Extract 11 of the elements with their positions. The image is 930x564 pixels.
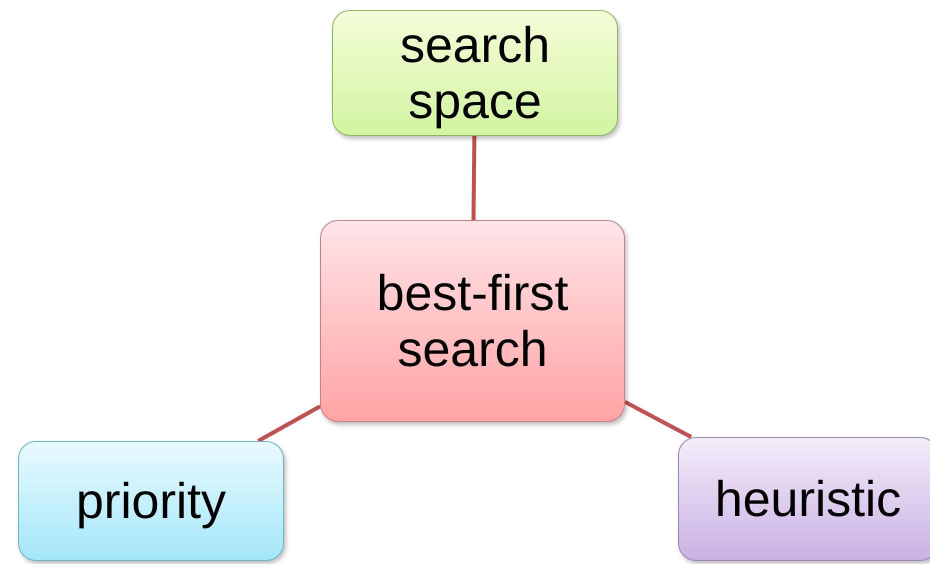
concept-label: best-first search <box>376 265 570 377</box>
concept-label: search space <box>398 17 552 129</box>
concept-box <box>332 10 618 136</box>
connector-line <box>472 136 476 220</box>
concept-label: priority <box>76 473 226 529</box>
concept-box <box>320 220 625 422</box>
concept-label: heuristic <box>714 471 902 527</box>
concept-box <box>678 437 930 561</box>
connector-line <box>257 404 321 443</box>
connector-line <box>624 400 692 439</box>
concept-box <box>18 441 284 561</box>
